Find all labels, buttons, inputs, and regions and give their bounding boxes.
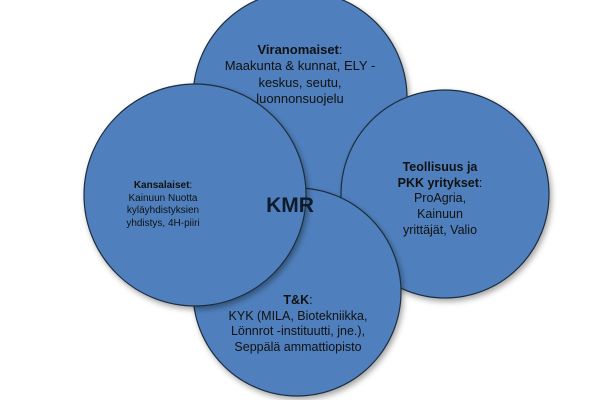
node-right-colon: :	[478, 175, 483, 190]
node-bottom-line-1: KYK (MILA, Biotekniikka,	[228, 308, 368, 323]
node-bottom-heading: T&K	[283, 293, 310, 307]
node-left-label: Kansalaiset: Kainuun Nuotta kyläyhdistyk…	[108, 180, 218, 230]
node-top-label: Viranomaiset: Maakunta & kunnat, ELY - k…	[212, 42, 388, 107]
node-right-heading-1: Teollisuus ja	[402, 160, 478, 174]
node-top-line-2: keskus, seutu,	[258, 74, 342, 90]
node-top-line-3: luonnonsuojelu	[256, 90, 344, 106]
node-top-heading: Viranomaiset	[257, 42, 339, 57]
node-bottom-colon: :	[309, 293, 313, 307]
node-left-heading: Kansalaiset	[133, 180, 190, 191]
node-right-line-1: ProAgria,	[413, 191, 467, 206]
node-top-line-1: Maakunta & kunnat, ELY -	[224, 58, 376, 74]
node-right-heading-2: PKK yritykset	[397, 175, 479, 190]
node-bottom-line-2: Lönnrot -instituutti, jne.),	[230, 324, 366, 339]
node-right-line-3: yrittäjät, Valio	[402, 222, 478, 237]
node-bottom-line-3: Seppälä ammattiopisto	[234, 339, 362, 354]
node-left-line-2: kyläyhdistyksien	[126, 205, 200, 216]
circle-left	[83, 83, 307, 307]
node-left-line-1: Kainuun Nuotta	[128, 192, 198, 204]
node-left-colon: :	[189, 180, 193, 191]
node-left-line-3: yhdistys, 4H-piiri	[126, 217, 200, 229]
node-right-label: Teollisuus ja PKK yritykset: ProAgria, K…	[378, 160, 502, 238]
circle-right	[340, 89, 550, 299]
center-label: KMR	[266, 194, 314, 217]
node-right-line-2: Kainuun	[417, 206, 463, 221]
node-top-colon: :	[338, 42, 343, 57]
node-bottom-label: T&K: KYK (MILA, Biotekniikka, Lönnrot -i…	[212, 293, 384, 356]
